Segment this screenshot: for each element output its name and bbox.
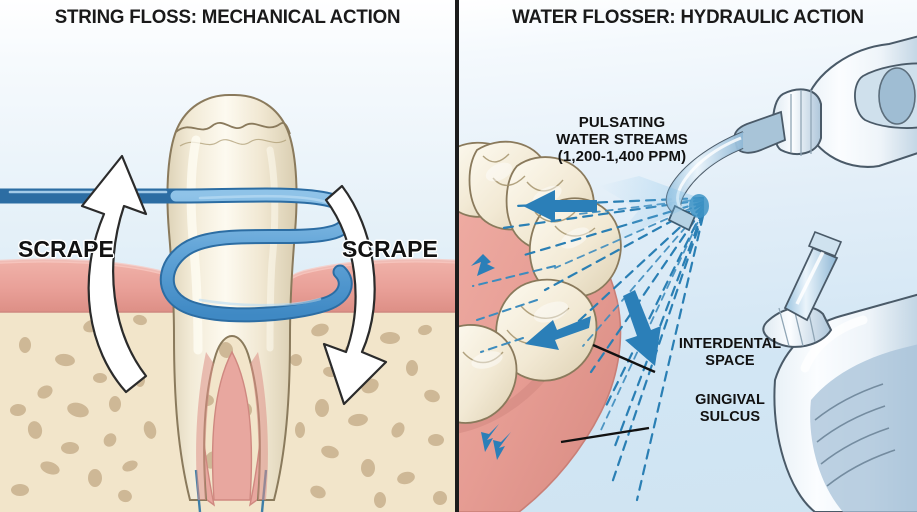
callout-leader-lines (560, 343, 656, 444)
scrape-arrow-left (80, 154, 148, 394)
water-flosser-illustration (459, 35, 917, 512)
tooth-cusp-lines (462, 153, 596, 364)
callout-interdental-space: INTERDENTAL SPACE (678, 336, 782, 369)
string-floss (0, 187, 356, 323)
callout-gingival-sulcus: GINGIVAL SULCUS (695, 392, 765, 425)
panel-string-floss: STRING FLOSS: MECHANICAL ACTION SCRAPE S… (0, 0, 455, 512)
panel-right-title: WATER FLOSSER: HYDRAULIC ACTION (512, 6, 864, 28)
subgingival-streams (472, 265, 556, 353)
water-flosser-handle-bottom (762, 230, 917, 512)
scrape-label-left: SCRAPE (18, 236, 114, 262)
panel-left-title: STRING FLOSS: MECHANICAL ACTION (54, 6, 401, 28)
callout-pulsating-water-streams: PULSATING WATER STREAMS (1,200-1,400 PPM… (556, 114, 688, 166)
panel-water-flosser: WATER FLOSSER: HYDRAULIC ACTION PULSATIN… (459, 0, 917, 512)
scrape-arrow-right (322, 184, 388, 406)
scrape-label-right: SCRAPE (342, 236, 438, 262)
pulp-chamber (196, 352, 268, 500)
spray-origin-glow (599, 176, 709, 246)
panel-divider (455, 0, 459, 512)
string-floss-illustration (0, 93, 455, 512)
flow-arrows (471, 190, 661, 460)
